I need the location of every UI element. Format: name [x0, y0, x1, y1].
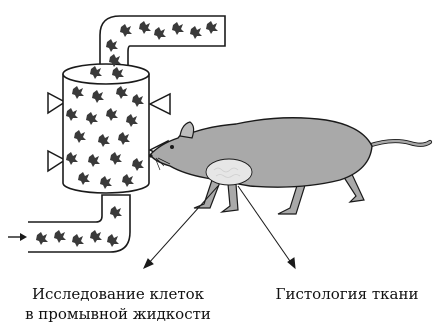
lavage-cylinder — [63, 64, 149, 193]
label-histology: Гистология ткани — [262, 284, 432, 304]
label-cell-study-line2: в промывной жидкости — [2, 304, 234, 324]
pointer-arrows — [144, 186, 295, 268]
label-cell-study: Исследование клеток в промывной жидкости — [2, 284, 234, 324]
rat-illustration — [149, 118, 430, 214]
label-cell-study-line1: Исследование клеток — [2, 284, 234, 304]
inflow-arrow — [8, 233, 27, 241]
